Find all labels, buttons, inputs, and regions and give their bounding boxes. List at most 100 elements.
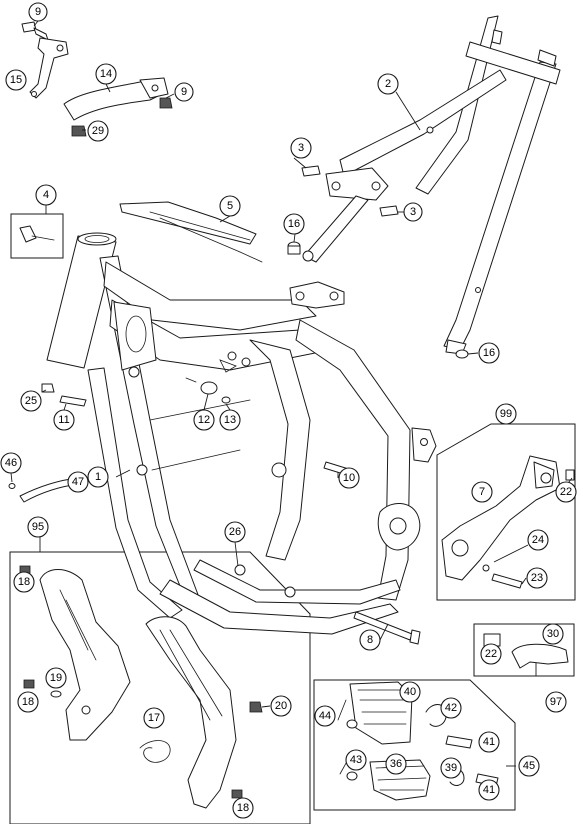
callout-9-mid: 9: [174, 82, 194, 102]
group-box-4: [10, 213, 64, 259]
svg-text:3: 3: [410, 206, 416, 218]
callout-5: 5: [219, 195, 241, 217]
callout-23: 23: [526, 567, 548, 589]
callout-22-lower: 22: [480, 643, 502, 665]
svg-text:4: 4: [43, 189, 49, 201]
callout-36: 36: [385, 753, 407, 775]
callout-3-lower: 3: [403, 202, 423, 222]
callout-8: 8: [359, 629, 381, 651]
svg-text:22: 22: [485, 648, 497, 660]
callout-7: 7: [471, 481, 493, 503]
svg-text:42: 42: [445, 702, 457, 714]
svg-text:18: 18: [18, 576, 30, 588]
svg-text:22: 22: [560, 486, 572, 498]
callout-47: 47: [67, 471, 89, 493]
callout-11: 11: [53, 409, 75, 431]
callout-16-upper: 16: [283, 213, 305, 235]
callout-97: 97: [545, 691, 567, 713]
svg-text:16: 16: [483, 347, 495, 359]
svg-text:25: 25: [25, 395, 37, 407]
frame-protector-group: [19, 565, 243, 809]
callout-1: 1: [87, 466, 109, 488]
callout-30: 30: [542, 623, 564, 645]
callout-18-mid: 18: [17, 691, 39, 713]
svg-text:14: 14: [100, 68, 112, 80]
callout-29: 29: [87, 120, 109, 142]
callout-14: 14: [95, 63, 117, 85]
callout-44: 44: [314, 705, 336, 727]
svg-text:40: 40: [404, 686, 416, 698]
group-box-95: [9, 551, 311, 824]
callout-9-top: 9: [28, 2, 48, 22]
svg-text:44: 44: [319, 710, 331, 722]
callout-25: 25: [20, 390, 42, 412]
svg-text:13: 13: [224, 414, 236, 426]
group-box-99: [436, 423, 576, 601]
svg-text:39: 39: [445, 762, 457, 774]
svg-text:30: 30: [547, 628, 559, 640]
svg-text:46: 46: [5, 457, 17, 469]
svg-text:24: 24: [532, 534, 544, 546]
svg-text:95: 95: [32, 521, 44, 533]
callout-12: 12: [193, 409, 215, 431]
svg-text:19: 19: [50, 672, 62, 684]
svg-text:2: 2: [385, 78, 391, 90]
callout-41-upper: 41: [478, 731, 500, 753]
callout-99: 99: [495, 403, 517, 425]
callout-39: 39: [440, 757, 462, 779]
callout-95: 95: [27, 516, 49, 538]
callout-18-upper: 18: [13, 571, 35, 593]
group-box-97: [473, 623, 575, 677]
callout-4: 4: [35, 184, 57, 206]
callout-40: 40: [399, 681, 421, 703]
callout-2: 2: [377, 73, 399, 95]
svg-text:11: 11: [58, 414, 69, 426]
svg-text:20: 20: [275, 700, 287, 712]
svg-text:97: 97: [550, 696, 562, 708]
svg-text:29: 29: [92, 125, 104, 137]
svg-text:7: 7: [479, 486, 485, 498]
svg-text:8: 8: [367, 634, 373, 646]
group-boxes: [9, 213, 576, 824]
callout-3-upper: 3: [290, 137, 312, 159]
svg-text:16: 16: [288, 218, 300, 230]
svg-text:12: 12: [198, 414, 210, 426]
svg-text:9: 9: [181, 86, 187, 98]
svg-text:43: 43: [350, 754, 362, 766]
callout-43: 43: [345, 749, 367, 771]
callout-15: 15: [5, 69, 27, 91]
footrest-group: [337, 681, 499, 801]
callout-13: 13: [219, 409, 241, 431]
callout-41-lower: 41: [478, 779, 500, 801]
callout-26: 26: [224, 521, 246, 543]
brake-pedal-tip-group: [483, 633, 569, 669]
callout-42: 42: [440, 697, 462, 719]
callout-22-upper: 22: [555, 481, 577, 503]
svg-text:99: 99: [500, 408, 512, 420]
svg-text:18: 18: [237, 802, 249, 814]
svg-text:23: 23: [531, 572, 543, 584]
svg-text:3: 3: [298, 142, 304, 154]
svg-text:41: 41: [483, 784, 495, 796]
svg-text:36: 36: [390, 758, 402, 770]
svg-text:15: 15: [10, 74, 22, 86]
subframe: [302, 15, 561, 355]
main-frame: [46, 232, 437, 635]
callout-18-lower: 18: [232, 797, 254, 819]
callout-45: 45: [518, 755, 540, 777]
brake-pedal-group: [441, 455, 575, 589]
svg-text:5: 5: [227, 200, 233, 212]
callout-16-lower: 16: [478, 342, 500, 364]
svg-text:9: 9: [35, 6, 41, 18]
callout-24: 24: [527, 529, 549, 551]
svg-text:10: 10: [343, 472, 355, 484]
svg-text:47: 47: [72, 476, 84, 488]
svg-text:17: 17: [148, 712, 160, 724]
callout-17: 17: [143, 707, 165, 729]
callout-46: 46: [0, 452, 22, 474]
group-box-45: [313, 679, 516, 811]
callout-20: 20: [270, 695, 292, 717]
svg-text:18: 18: [22, 696, 34, 708]
callout-19: 19: [45, 667, 67, 689]
